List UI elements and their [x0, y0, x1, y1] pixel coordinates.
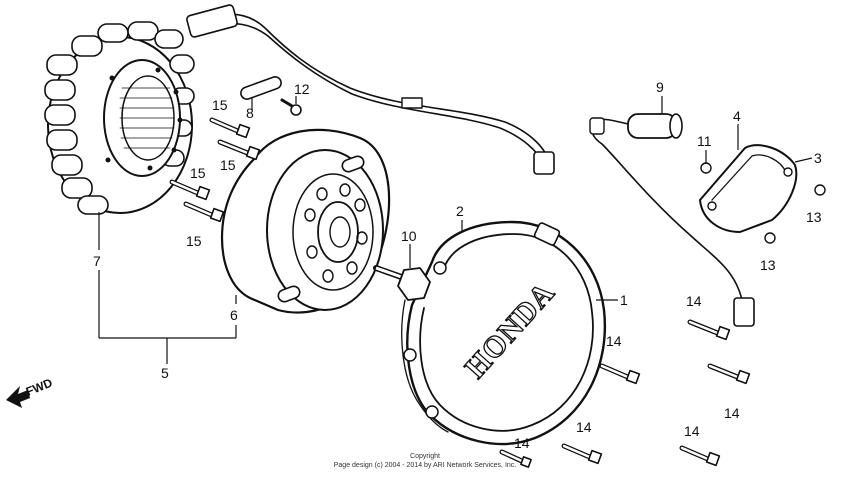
callout-5: 5	[161, 365, 169, 381]
forward-arrow-icon: FWD	[6, 375, 55, 408]
leader-lines	[98, 96, 813, 364]
fwd-label: FWD	[24, 375, 55, 398]
bolts-11-13-part[interactable]	[700, 162, 826, 244]
stator-part[interactable]	[44, 21, 195, 215]
condenser-9-part[interactable]	[589, 113, 755, 327]
callout-13b: 13	[760, 257, 776, 273]
callout-8: 8	[246, 105, 254, 121]
copyright-line-1: Copyright	[410, 453, 440, 460]
callout-13a: 13	[806, 209, 822, 225]
callout-labels: 1 2 3 4 5 6 7 8 9 10 11 12 13 13 14 14 1…	[93, 79, 822, 451]
callout-12: 12	[294, 81, 310, 97]
callout-1: 1	[620, 292, 628, 308]
callout-11: 11	[697, 133, 712, 149]
bolts-15-part[interactable]	[169, 117, 261, 223]
callout-4: 4	[733, 108, 741, 124]
callout-14b: 14	[606, 333, 622, 349]
bolts-14-part[interactable]	[499, 319, 751, 468]
callout-9: 9	[656, 79, 664, 95]
callout-14e: 14	[684, 423, 700, 439]
pulser-cover-4-part[interactable]	[699, 144, 798, 233]
callout-14a: 14	[686, 293, 702, 309]
callout-15c: 15	[190, 165, 206, 181]
copyright-line-2: Page design (c) 2004 - 2014 by ARI Netwo…	[334, 462, 517, 469]
bolt-10-part[interactable]	[373, 265, 431, 301]
screw-12-part[interactable]	[280, 98, 302, 116]
callout-14c: 14	[724, 405, 740, 421]
stator-wire-harness	[186, 4, 555, 175]
callout-3: 3	[814, 150, 822, 166]
callout-6: 6	[230, 307, 238, 323]
callout-14f: 14	[514, 435, 530, 451]
callout-15d: 15	[186, 233, 202, 249]
callout-15b: 15	[220, 157, 236, 173]
callout-7: 7	[93, 253, 101, 269]
callout-10: 10	[401, 228, 417, 244]
left-crankcase-cover-part[interactable]: HONDA	[401, 220, 607, 446]
callout-14d: 14	[576, 419, 592, 435]
dowel-pin-8-part[interactable]	[239, 75, 283, 101]
callout-15a: 15	[212, 97, 228, 113]
callout-2: 2	[456, 203, 464, 219]
rotor-flywheel-part[interactable]	[220, 128, 391, 314]
